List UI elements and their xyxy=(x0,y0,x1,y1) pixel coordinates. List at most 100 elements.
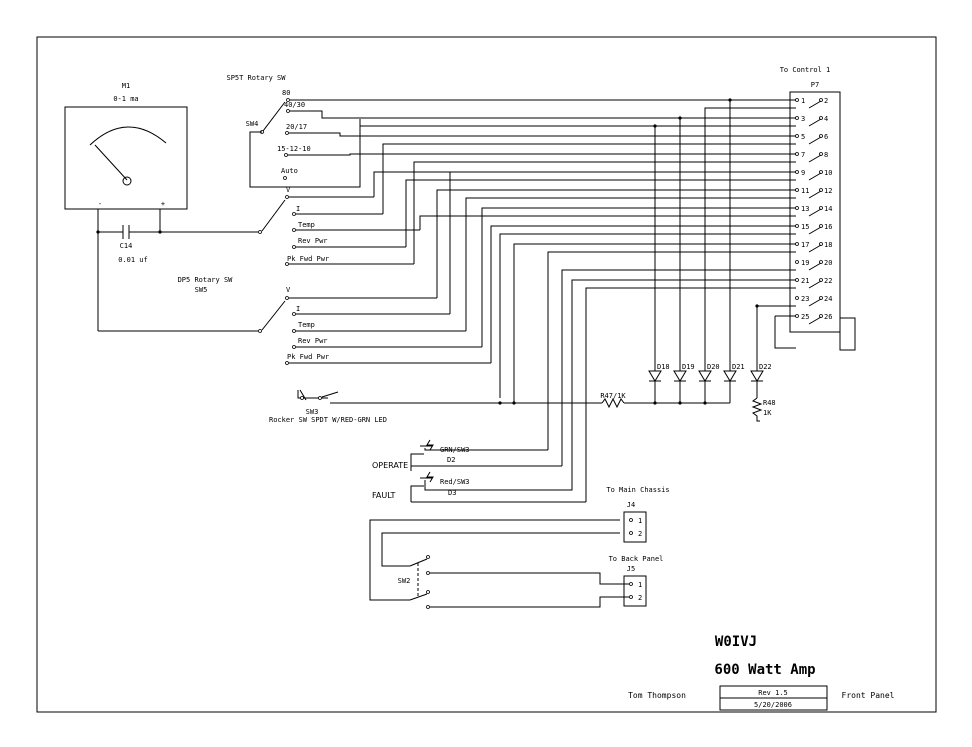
p7-pin-even-label: 4 xyxy=(824,115,828,123)
revision: Rev 1.5 xyxy=(758,689,788,697)
p7-pin-odd xyxy=(795,170,799,174)
led-d22-label: D22 xyxy=(759,363,772,371)
meter-needle xyxy=(94,144,128,181)
wire-p7-8 xyxy=(413,161,796,264)
sw4-pos-1: 80 xyxy=(282,89,290,97)
sw5-ref: SW5 xyxy=(195,286,208,294)
sw5a-pos-4: Rev Pwr xyxy=(298,237,328,245)
p7-pin-link xyxy=(808,118,822,127)
p7-pin-odd-label: 13 xyxy=(801,205,809,213)
j4-pin-2: 2 xyxy=(638,530,642,538)
callsign: W0IVJ xyxy=(715,634,757,650)
sw4-pos-2: 40/30 xyxy=(284,101,305,109)
j5-pin-2: 2 xyxy=(638,594,642,602)
p7-pin-odd xyxy=(795,98,799,102)
operate-led-ref: D2 xyxy=(447,456,455,464)
sw3-rocker: SW3 Rocker SW SPDT W/RED-GRN LED xyxy=(269,389,387,424)
r48-ref: R48 xyxy=(763,399,776,407)
wire-p7-14 xyxy=(419,215,796,230)
p7-pin-odd-label: 25 xyxy=(801,313,809,321)
meter-scale-arc xyxy=(89,126,167,146)
meter-plus: + xyxy=(161,200,165,208)
meter-range: 0-1 ma xyxy=(113,95,138,103)
led-d19: D19 xyxy=(673,363,695,382)
title-block: W0IVJ 600 Watt Amp Tom Thompson Rev 1.5 … xyxy=(628,634,895,711)
operate-label: OPERATE xyxy=(372,461,408,470)
junction-dot xyxy=(96,230,100,234)
p7-pin-link xyxy=(808,244,822,253)
operate-indicator: OPERATE GRN/SW3 D2 xyxy=(372,439,562,471)
p7-ref: P7 xyxy=(811,81,819,89)
led-d22: D22 xyxy=(750,363,772,382)
p7-pin-even-label: 2 xyxy=(824,97,828,105)
p7-pin-even-label: 26 xyxy=(824,313,832,321)
sw5-section-a: V I Temp Rev Pwr Pk Fwd Pwr xyxy=(258,186,329,266)
j4-header: To Main Chassis xyxy=(606,486,669,494)
wire-p7-3 xyxy=(290,110,796,119)
p7-pin-odd xyxy=(795,296,799,300)
cap-ref: C14 xyxy=(120,242,133,250)
sw5a-pos-3: Temp xyxy=(298,221,315,229)
sw5b-pos-4: Rev Pwr xyxy=(298,337,328,345)
sw5a-pos-1: V xyxy=(286,186,291,194)
led-d21: D21 xyxy=(723,363,745,382)
p7-pin-odd-label: 19 xyxy=(801,259,809,267)
p7-pin-odd xyxy=(795,116,799,120)
p7-pin-link xyxy=(808,226,822,235)
p7-pin-odd-label: 15 xyxy=(801,223,809,231)
wire-p7-5 xyxy=(289,132,796,137)
p7-pin-even-label: 20 xyxy=(824,259,832,267)
sw5b-wiper xyxy=(261,300,286,331)
sw5b-pos-2: I xyxy=(296,305,300,313)
j4-pin-1: 1 xyxy=(638,517,642,525)
sw4-pos-5: Auto xyxy=(281,167,298,175)
p7-pin-odd xyxy=(795,206,799,210)
sw5b-pos-5: Pk Fwd Pwr xyxy=(287,353,329,361)
led-d20-label: D20 xyxy=(707,363,720,371)
sw5-section-b: V I Temp Rev Pwr Pk Fwd Pwr xyxy=(258,286,329,365)
sw5b-pos-3: Temp xyxy=(298,321,315,329)
p7-pin-link xyxy=(808,190,822,199)
p7-pin-link xyxy=(808,100,822,109)
sw5b-pos-1: V xyxy=(286,286,291,294)
connector-j4: To Main Chassis J4 1 2 xyxy=(606,486,670,543)
p7-pin-odd-label: 3 xyxy=(801,115,805,123)
drawing-border xyxy=(36,36,937,713)
resistor-r48: R48 1K xyxy=(751,397,776,422)
p7-pin-odd-label: 1 xyxy=(801,97,805,105)
meter-m1: M1 0-1 ma - + xyxy=(64,82,188,210)
p7-body xyxy=(789,91,841,333)
sw4-pos-4: 15-12-10 xyxy=(277,145,311,153)
sw2-switch: SW2 xyxy=(369,519,629,609)
sw3-desc: Rocker SW SPDT W/RED-GRN LED xyxy=(269,416,387,424)
p7-pin-link xyxy=(808,298,822,307)
p7-header: To Control 1 xyxy=(780,66,831,74)
wire-p7-15 xyxy=(490,225,796,363)
cap-value: 0.01 uf xyxy=(118,256,148,264)
wire-p7-22 xyxy=(424,279,796,491)
wire-p7-12 xyxy=(465,197,796,331)
fault-label: FAULT xyxy=(372,491,396,500)
p7-pin-link xyxy=(808,262,822,271)
fault-indicator: FAULT Red/SW3 D3 xyxy=(372,471,586,503)
p7-pin-odd-label: 5 xyxy=(801,133,805,141)
p7-pin-even-label: 24 xyxy=(824,295,832,303)
p7-pin-odd xyxy=(795,260,799,264)
sw4-ref: SW4 xyxy=(246,120,259,128)
wire-p7-7 xyxy=(288,153,796,156)
wire-p7-17 xyxy=(513,243,796,403)
p7-pin-odd xyxy=(795,242,799,246)
p7-pin-odd xyxy=(795,134,799,138)
p7-pin-even-label: 12 xyxy=(824,187,832,195)
wire-p7-20 xyxy=(561,269,796,466)
meter-minus: - xyxy=(98,200,102,208)
r48-value: 1K xyxy=(763,409,772,417)
p7-pin-odd-label: 7 xyxy=(801,151,805,159)
j5-pin-1: 1 xyxy=(638,581,642,589)
sw5-title: DP5 Rotary SW xyxy=(178,276,234,284)
p7-pin-even-label: 16 xyxy=(824,223,832,231)
sw5a-pos-2: I xyxy=(296,205,300,213)
fault-led-label: Red/SW3 xyxy=(440,478,470,486)
